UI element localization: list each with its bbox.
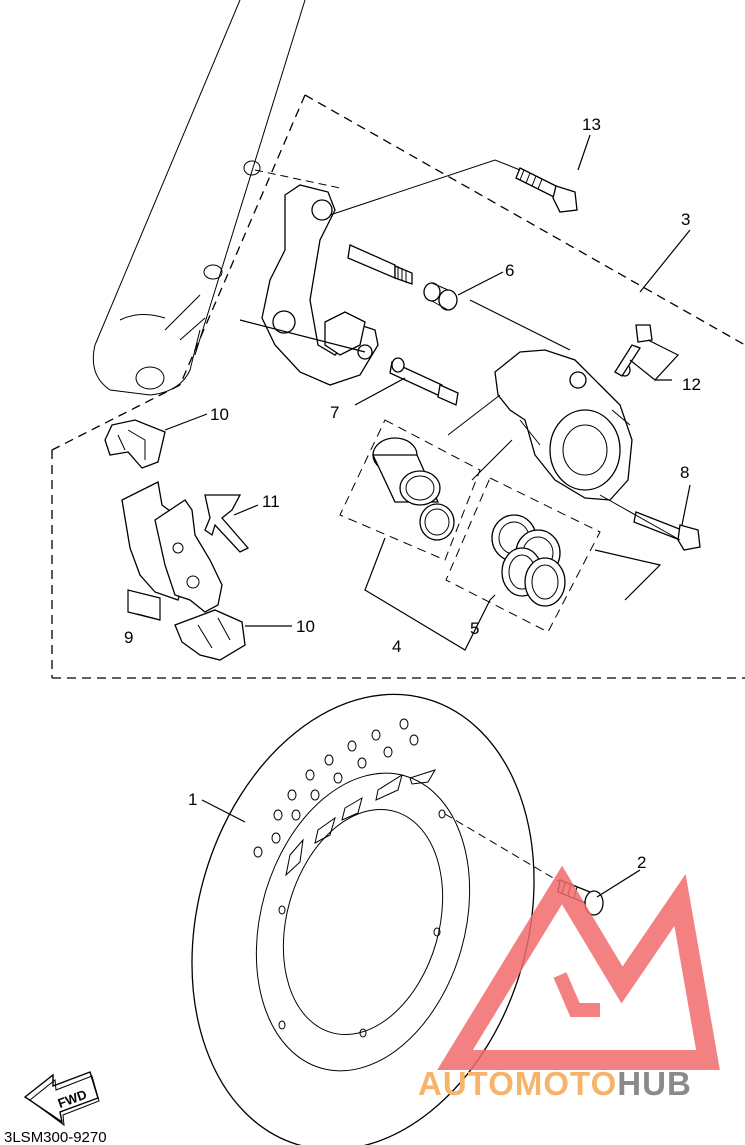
automotohub-logo [437,865,720,1070]
pad-support-10-upper [104,419,166,469]
bracket-pin-upper [347,244,413,285]
label-8: 8 [680,463,689,482]
watermark-word-part1: AUTOMOTO [418,1065,617,1102]
label-13: 13 [582,115,601,134]
label-1: 1 [188,790,197,809]
pin-bolt-7 [389,357,459,406]
caliper-assembly-boundary [51,94,745,679]
caliper-bracket [261,184,379,386]
seal-kit-5 [445,477,601,633]
label-6: 6 [505,261,514,280]
front-fork-tube [92,0,306,396]
bolt-13 [515,167,578,213]
brake-disc [191,693,535,1145]
label-11: 11 [262,492,280,511]
forward-arrow-icon [23,1071,100,1127]
label-9: 9 [124,628,133,647]
label-10-upper: 10 [210,405,229,424]
caliper-body [494,349,633,501]
watermark-word-part2: HUB [617,1065,692,1102]
pin-bolt-8 [633,511,701,551]
bleed-screw-12 [614,324,653,377]
piston-kit-4 [339,419,481,561]
label-12: 12 [682,375,701,394]
disc-slots [285,769,437,877]
disc-holes [253,718,446,1038]
boot-6 [423,282,458,311]
label-10-lower: 10 [296,617,315,636]
label-2: 2 [637,853,646,872]
watermark-wordmark: AUTOMOTOHUB [418,1065,692,1102]
label-7: 7 [330,403,339,422]
label-5: 5 [470,619,479,638]
brake-pad-kit-9 [121,481,223,613]
pad-spring-11 [204,494,250,553]
label-4: 4 [392,637,401,656]
pad-support-10-lower [174,609,246,661]
leader-lines [127,134,691,898]
figure-code: 3LSM300-9270 [4,1129,107,1145]
label-3: 3 [681,210,690,229]
